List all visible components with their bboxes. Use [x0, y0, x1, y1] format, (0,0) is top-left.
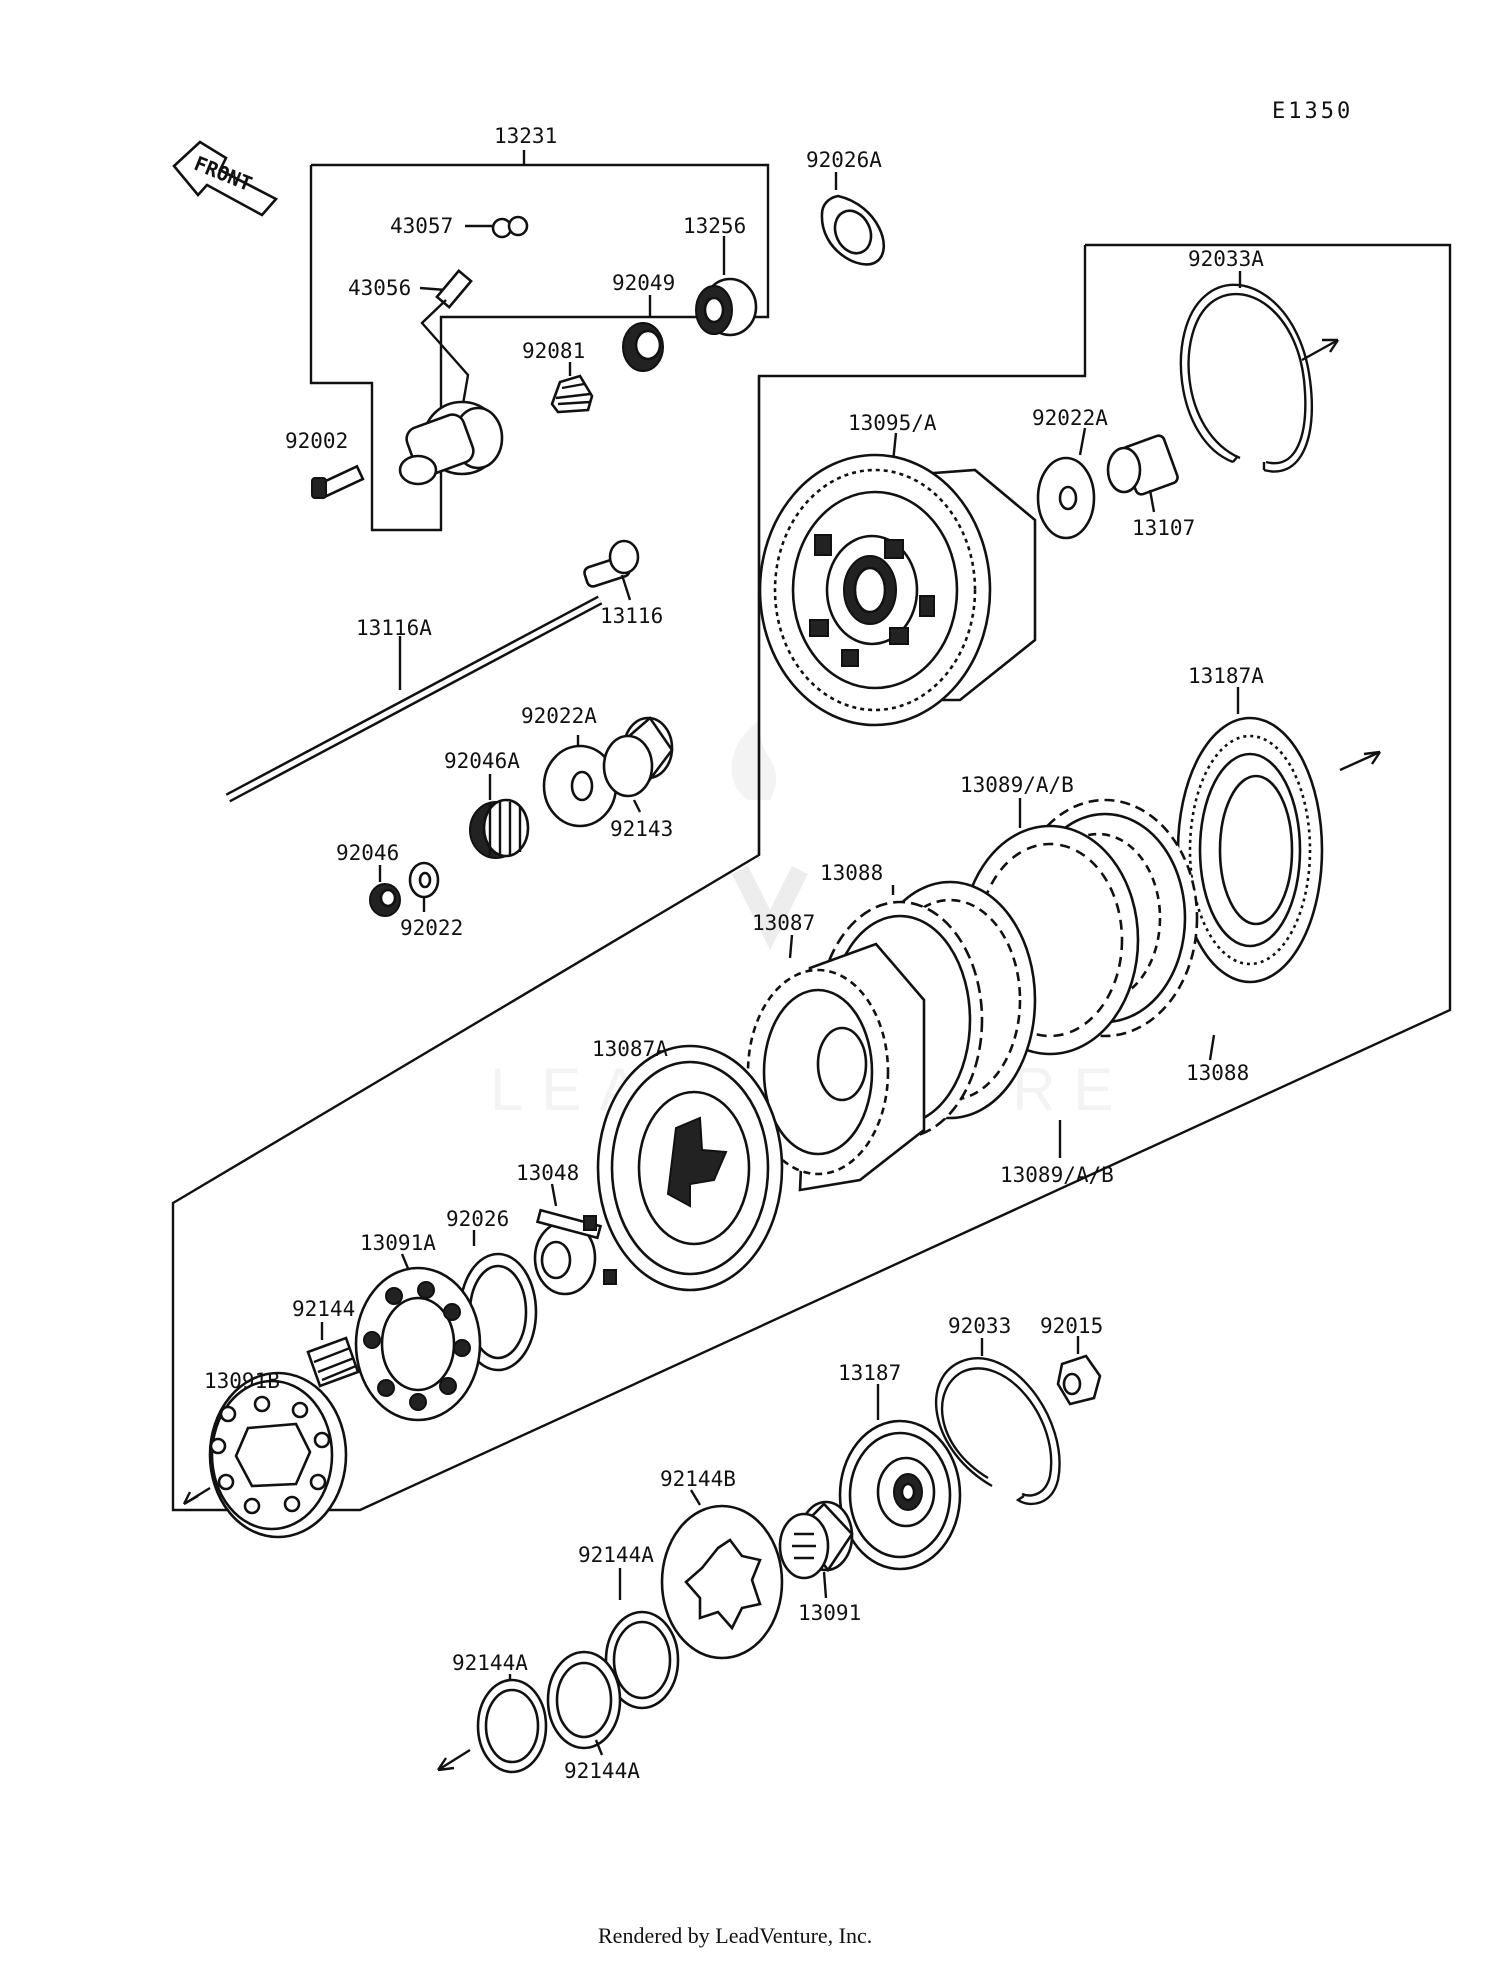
part-92144A-shim-1 [604, 1568, 680, 1710]
label-13091: 13091 [798, 1601, 861, 1625]
label-92144: 92144 [292, 1297, 355, 1321]
label-92144A-1: 92144A [578, 1543, 654, 1567]
part-92144B-plate [660, 1489, 784, 1660]
label-92144B: 92144B [660, 1467, 736, 1491]
label-92046A: 92046A [444, 749, 520, 773]
label-13116: 13116 [600, 604, 663, 628]
label-92022: 92022 [400, 916, 463, 940]
part-92026-ring [458, 1230, 538, 1372]
label-92026: 92026 [446, 1207, 509, 1231]
label-13231: 13231 [494, 124, 557, 148]
part-92022A-washer [542, 735, 618, 828]
label-13087A: 13087A [592, 1037, 668, 1061]
part-13091B-plate [182, 1371, 348, 1539]
label-92144A-2: 92144A [452, 1651, 528, 1675]
part-92022-washer [408, 861, 440, 912]
part-13048-guide [533, 1183, 617, 1296]
label-92022A-top: 92022A [1032, 406, 1108, 430]
label-92143: 92143 [610, 817, 673, 841]
label-13187: 13187 [838, 1361, 901, 1385]
part-13187A-plate [1176, 687, 1381, 984]
label-13087: 13087 [752, 911, 815, 935]
label-92033A: 92033A [1188, 247, 1264, 271]
part-92015-nut [1056, 1336, 1102, 1406]
label-13089-top: 13089/A/B [960, 773, 1074, 797]
label-13048: 13048 [516, 1161, 579, 1185]
part-92033-circlip [935, 1338, 1061, 1505]
part-92046 [369, 865, 401, 917]
label-92015: 92015 [1040, 1314, 1103, 1338]
footer-credit: Rendered by LeadVenture, Inc. [598, 1923, 872, 1948]
label-13091A: 13091A [360, 1231, 436, 1255]
part-92144-spring [306, 1322, 360, 1388]
label-43057: 43057 [390, 214, 453, 238]
part-43057 [465, 215, 529, 239]
label-92081: 92081 [522, 339, 585, 363]
label-92022A-mid: 92022A [521, 704, 597, 728]
part-13095A-housing [758, 432, 1037, 727]
part-92144A-shim-3 [437, 1674, 548, 1774]
part-13091A-spring-holder [354, 1253, 482, 1422]
label-13107: 13107 [1132, 516, 1195, 540]
part-43056 [419, 269, 473, 411]
part-labels: 13231 43057 43056 92026A 13256 92049 920… [204, 124, 1264, 1783]
label-13095A: 13095/A [848, 411, 937, 435]
release-assembly-box [309, 163, 770, 532]
part-clutch-release [398, 400, 504, 486]
part-92049 [622, 295, 664, 372]
label-92026A: 92026A [806, 148, 882, 172]
label-92144A-3: 92144A [564, 1759, 640, 1783]
front-arrow-icon: FRONT [172, 140, 279, 217]
label-43056: 43056 [348, 276, 411, 300]
part-92081-spring [550, 362, 594, 414]
part-92143-sleeve [602, 716, 674, 813]
label-92049: 92049 [612, 271, 675, 295]
label-13116A: 13116A [356, 616, 432, 640]
label-13088-right: 13088 [1186, 1061, 1249, 1085]
label-13088-top: 13088 [820, 861, 883, 885]
part-13091-hub [778, 1500, 854, 1599]
part-13116 [583, 539, 640, 601]
part-92026A-gasket [820, 172, 886, 266]
label-13256: 13256 [683, 214, 746, 238]
part-13256 [695, 236, 758, 337]
part-13087-hub [746, 934, 926, 1192]
label-92002: 92002 [285, 429, 348, 453]
label-13091B: 13091B [204, 1369, 280, 1393]
part-92022A-top [1036, 427, 1096, 540]
label-92046: 92046 [336, 841, 399, 865]
label-92033: 92033 [948, 1314, 1011, 1338]
part-92002 [311, 464, 365, 500]
part-13116A-rod [225, 595, 603, 803]
part-92046A-bearing [469, 774, 530, 859]
part-13187-lifter [838, 1384, 962, 1571]
label-13089-bottom: 13089/A/B [1000, 1163, 1114, 1187]
part-13087A-pressure-plate [596, 1044, 784, 1292]
part-92144A-shim-2 [546, 1650, 622, 1756]
clutch-assembly-box [171, 243, 1452, 1512]
part-92033A-circlip [1179, 271, 1339, 473]
diagram-code: E1350 [1272, 99, 1353, 124]
part-13107-collar [1106, 434, 1179, 513]
label-13187A: 13187A [1188, 664, 1264, 688]
